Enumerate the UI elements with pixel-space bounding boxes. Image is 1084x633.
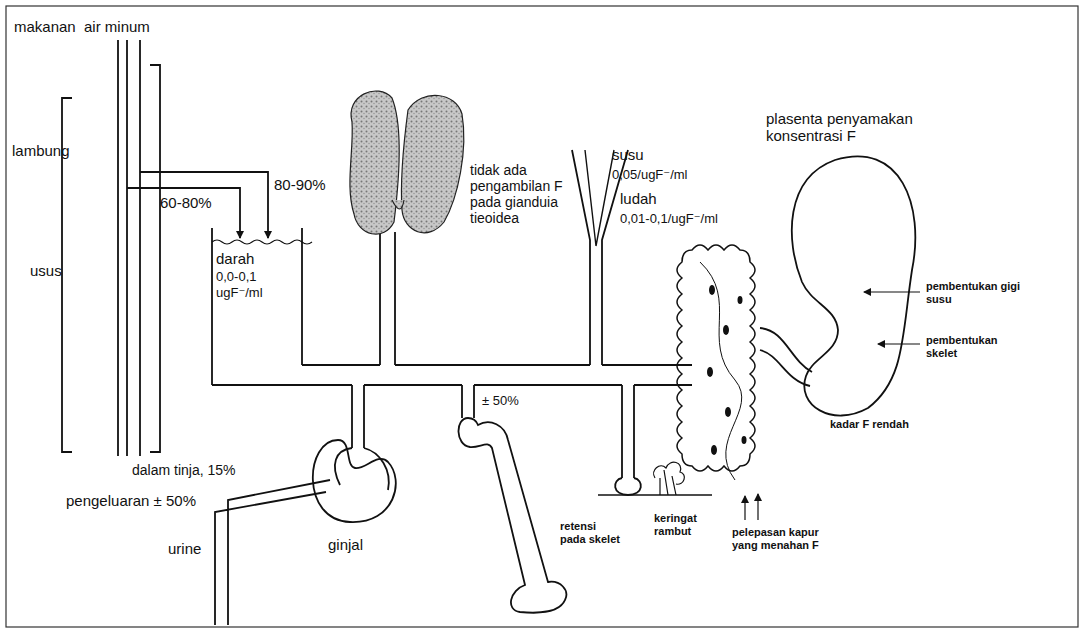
note-label: pelepasan kapur yang menahan F [732, 526, 844, 551]
part-label: urine [168, 540, 201, 557]
part-label: 60-80% [160, 194, 212, 211]
part-label: usus [30, 262, 62, 279]
part-label: air minum [84, 18, 150, 35]
node-value: 0,0-0,1 ugF⁻/ml [216, 269, 298, 302]
node-title: darah [216, 250, 298, 269]
part-label: tidak ada pengambilan F pada gianduia ti… [470, 162, 588, 226]
part-label: 0,05/ugF⁻/ml [612, 168, 688, 183]
part-label: makanan [14, 18, 76, 35]
part-label: ginjal [328, 536, 363, 553]
part-label: ± 50% [482, 394, 519, 409]
blood-tank: darah0,0-0,1 ugF⁻/ml [216, 250, 298, 301]
part-label: ludah [620, 190, 657, 207]
part-label: plasenta penyamakan konsentrasi F [766, 110, 936, 145]
note-label: pembentukan skelet [926, 334, 1006, 359]
part-label: dalam tinja, 15% [132, 462, 236, 478]
part-label: pengeluaran ± 50% [66, 492, 196, 509]
note-label: pembentukan gigi susu [926, 280, 1022, 305]
part-label: susu [612, 146, 644, 163]
note-label: retensi pada skelet [560, 520, 624, 545]
part-label: 80-90% [274, 176, 326, 193]
part-label: lambung [12, 142, 70, 159]
note-label: keringat rambut [654, 512, 714, 537]
note-label: kadar F rendah [830, 418, 909, 431]
part-label: 0,01-0,1/ugF⁻/ml [620, 212, 718, 227]
